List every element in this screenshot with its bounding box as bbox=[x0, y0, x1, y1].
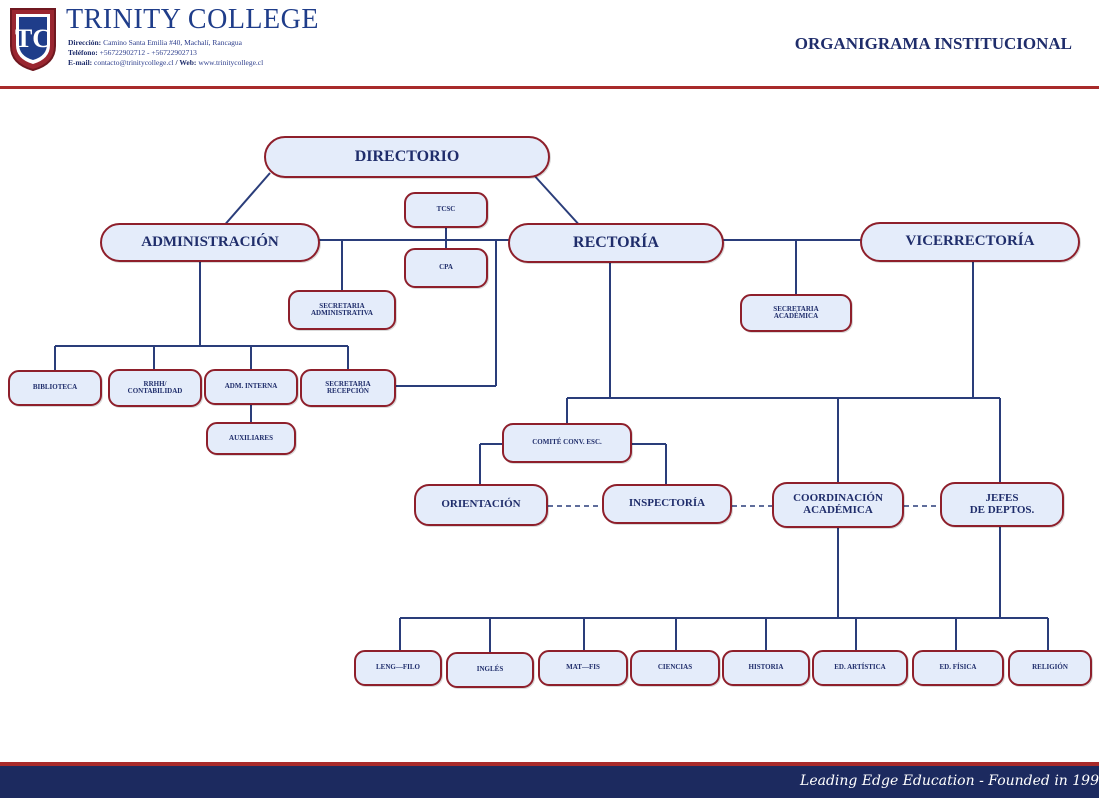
phone-line: Teléfono: +56722902712 - +56722902713 bbox=[68, 48, 263, 58]
node-directorio: DIRECTORIO bbox=[264, 136, 550, 178]
node-ed-fisica: ED. FÍSICA bbox=[912, 650, 1004, 686]
node-ed-artistica: ED. ARTÍSTICA bbox=[812, 650, 908, 686]
node-auxiliares: AUXILIARES bbox=[206, 422, 296, 455]
node-secretaria-recepcion: SECRETARIA RECEPCIÓN bbox=[300, 369, 396, 407]
email-link[interactable]: contacto@trinitycollege.cl bbox=[94, 58, 174, 67]
node-secretaria-academica: SECRETARIA ACADÉMICA bbox=[740, 294, 852, 332]
node-administracion: ADMINISTRACIÓN bbox=[100, 223, 320, 262]
node-leng-filo: LENG—FILO bbox=[354, 650, 442, 686]
line-directorio-administracion bbox=[221, 172, 271, 229]
node-secretaria-administrativa: SECRETARIA ADMINISTRATIVA bbox=[288, 290, 396, 330]
line-directorio-rectoria bbox=[531, 172, 583, 229]
footer-tagline: Leading Edge Education - Founded in 199 bbox=[800, 773, 1099, 789]
node-ciencias: CIENCIAS bbox=[630, 650, 720, 686]
footer-bar: Leading Edge Education - Founded in 199 bbox=[0, 762, 1099, 798]
node-ingles: INGLÉS bbox=[446, 652, 534, 688]
crest-shield-icon: TC bbox=[10, 8, 56, 72]
email-line: E-mail: contacto@trinitycollege.cl / Web… bbox=[68, 58, 263, 68]
phone-text: +56722902712 - +56722902713 bbox=[99, 48, 197, 57]
document-title: ORGANIGRAMA INSTITUCIONAL bbox=[794, 34, 1072, 53]
node-orientacion: ORIENTACIÓN bbox=[414, 484, 548, 526]
reporting-lines bbox=[54, 172, 1049, 652]
node-mat-fis: MAT—FIS bbox=[538, 650, 628, 686]
node-inspectoria: INSPECTORÍA bbox=[602, 484, 732, 524]
node-historia: HISTORIA bbox=[722, 650, 810, 686]
node-comite-conv-esc: COMITÉ CONV. ESC. bbox=[502, 423, 632, 463]
node-vicerrectoria: VICERRECTORÍA bbox=[860, 222, 1080, 262]
college-crest-logo: TC bbox=[8, 6, 58, 72]
logo-letters: TC bbox=[15, 24, 51, 53]
college-name: TRINITY COLLEGE bbox=[66, 4, 319, 35]
phone-label: Teléfono: bbox=[68, 48, 98, 57]
node-coordinacion-academica: COORDINACIÓN ACADÉMICA bbox=[772, 482, 904, 528]
node-adm-interna: ADM. INTERNA bbox=[204, 369, 298, 405]
web-label: / Web: bbox=[175, 58, 197, 67]
node-tcsc: TCSC bbox=[404, 192, 488, 228]
address-line: Dirección: Camino Santa Emilia #40, Mach… bbox=[68, 38, 263, 48]
web-link[interactable]: www.trinitycollege.cl bbox=[198, 58, 264, 67]
node-rectoria: RECTORÍA bbox=[508, 223, 724, 263]
node-rrhh-contabilidad: RRHH/ CONTABILIDAD bbox=[108, 369, 202, 407]
node-biblioteca: BIBLIOTECA bbox=[8, 370, 102, 406]
node-religion: RELIGIÓN bbox=[1008, 650, 1092, 686]
address-label: Dirección: bbox=[68, 38, 102, 47]
node-cpa: CPA bbox=[404, 248, 488, 288]
address-text: Camino Santa Emilia #40, Machalí, Rancag… bbox=[103, 38, 242, 47]
node-jefes-de-deptos: JEFES DE DEPTOS. bbox=[940, 482, 1064, 527]
header-divider bbox=[0, 86, 1099, 89]
email-label: E-mail: bbox=[68, 58, 93, 67]
contact-block: Dirección: Camino Santa Emilia #40, Mach… bbox=[68, 38, 263, 68]
